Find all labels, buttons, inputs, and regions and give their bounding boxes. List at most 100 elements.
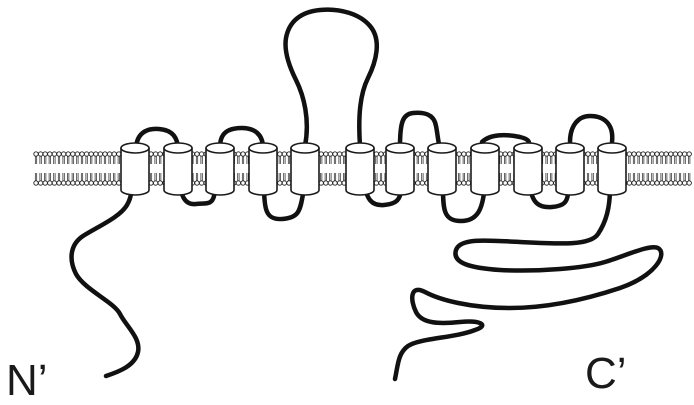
lipid-head <box>328 152 332 156</box>
helix-body <box>386 148 414 195</box>
lipid-head <box>71 181 75 185</box>
helix-body <box>428 148 456 195</box>
lipid-head <box>655 152 659 156</box>
helix-body <box>514 148 542 195</box>
lipid-head <box>586 181 590 185</box>
lipid-head <box>94 181 98 185</box>
lipid-head <box>57 152 61 156</box>
transmembrane-helix-1 <box>121 143 149 195</box>
lipid-head <box>682 152 686 156</box>
lipid-head <box>98 152 102 156</box>
lipid-head <box>549 152 553 156</box>
lipid-head <box>673 181 677 185</box>
helix-top <box>164 143 192 153</box>
helix-body <box>598 148 626 195</box>
lipid-head <box>687 181 691 185</box>
lipid-head <box>503 181 507 185</box>
lipid-head <box>153 152 157 156</box>
transmembrane-helix-2 <box>164 143 192 195</box>
lipid-head <box>98 181 102 185</box>
lipid-head <box>103 152 107 156</box>
lipid-head <box>34 152 38 156</box>
lipid-head <box>650 152 654 156</box>
lipid-head <box>544 181 548 185</box>
transmembrane-helix-4 <box>249 143 277 195</box>
lipid-head <box>673 152 677 156</box>
helix-body <box>249 148 277 195</box>
lipid-head <box>420 152 424 156</box>
lipid-head <box>466 181 470 185</box>
lipid-head <box>333 181 337 185</box>
lipid-head <box>462 181 466 185</box>
lipid-head <box>379 181 383 185</box>
lipid-head <box>646 152 650 156</box>
helix-top <box>471 143 499 153</box>
lipid-head <box>89 181 93 185</box>
lipid-head <box>586 152 590 156</box>
helix-top <box>386 143 414 153</box>
lipid-head <box>48 181 52 185</box>
helix-body <box>556 148 584 195</box>
helix-body <box>206 148 234 195</box>
lipid-head <box>158 152 162 156</box>
lipid-head <box>508 152 512 156</box>
lipid-head <box>278 152 282 156</box>
lipid-head <box>374 152 378 156</box>
lipid-head <box>682 181 686 185</box>
lipid-head <box>57 181 61 185</box>
n-terminal-tail <box>72 178 139 376</box>
lipid-head <box>590 181 594 185</box>
transmembrane-helix-6 <box>346 143 374 195</box>
lipid-head <box>632 181 636 185</box>
lipid-head <box>374 181 378 185</box>
transmembrane-helices <box>121 143 626 195</box>
lipid-head <box>659 181 663 185</box>
lipid-head <box>75 181 79 185</box>
lipid-head <box>38 181 42 185</box>
lipid-head <box>379 152 383 156</box>
helix-top <box>249 143 277 153</box>
lipid-head <box>627 152 631 156</box>
lipid-head <box>416 181 420 185</box>
lipid-head <box>153 181 157 185</box>
lipid-head <box>636 181 640 185</box>
lipid-head <box>43 152 47 156</box>
lipid-head <box>664 152 668 156</box>
lipid-head <box>282 152 286 156</box>
lipid-head <box>107 181 111 185</box>
lipid-head <box>236 152 240 156</box>
n-terminus-label: N’ <box>6 359 48 403</box>
lipid-head <box>549 181 553 185</box>
lipid-head <box>641 181 645 185</box>
loop-5-6 <box>285 10 376 146</box>
lipid-head <box>416 152 420 156</box>
lipid-head <box>43 181 47 185</box>
lipid-head <box>48 152 52 156</box>
lipid-head <box>241 181 245 185</box>
lipid-head <box>544 152 548 156</box>
lipid-head <box>195 181 199 185</box>
lipid-head <box>678 181 682 185</box>
lipid-head <box>84 152 88 156</box>
lipid-head <box>199 152 203 156</box>
lipid-head <box>66 181 70 185</box>
lipid-head <box>34 181 38 185</box>
helix-top <box>206 143 234 153</box>
helix-top <box>598 143 626 153</box>
transmembrane-helix-11 <box>556 143 584 195</box>
lipid-head <box>52 181 56 185</box>
lipid-head <box>641 152 645 156</box>
helix-body <box>121 148 149 195</box>
lipid-head <box>457 181 461 185</box>
loop-11-12 <box>570 116 612 142</box>
lipid-head <box>627 181 631 185</box>
lipid-head <box>664 181 668 185</box>
helix-top <box>428 143 456 153</box>
helix-top <box>556 143 584 153</box>
lipid-head <box>94 152 98 156</box>
helix-top <box>291 143 319 153</box>
transmembrane-helix-10 <box>514 143 542 195</box>
lipid-head <box>52 152 56 156</box>
helix-body <box>291 148 319 195</box>
